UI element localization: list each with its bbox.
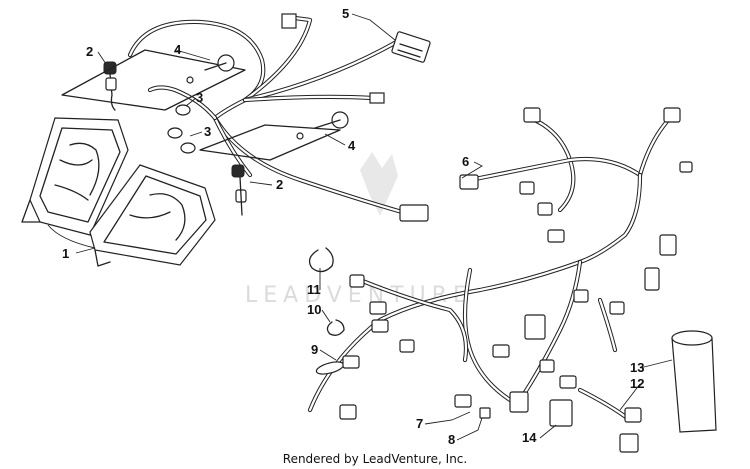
callout-4-upper: 4: [174, 42, 182, 57]
connector-lower: [399, 204, 429, 222]
sleeve-13: [671, 330, 717, 433]
callout-2-upper: 2: [86, 44, 93, 59]
connector-top: [281, 13, 297, 29]
lower-harness: [307, 115, 673, 423]
callout-2-lower: 2: [276, 177, 283, 192]
callout-3-upper: 3: [196, 90, 203, 105]
callout-14: 14: [522, 430, 537, 445]
upper-harness: [127, 15, 405, 215]
lower-connectors: [339, 107, 693, 453]
callout-9: 9: [311, 342, 318, 357]
clip-10: [326, 319, 345, 336]
footer-credit: Rendered by LeadVenture, Inc.: [282, 452, 468, 466]
callouts: 1 2 2 3 3 4 4 5 6 7 8 9 10 11 12 13 14: [62, 6, 644, 447]
headlight-right: [89, 164, 216, 267]
connector-mid: [369, 92, 385, 104]
callout-6: 6: [462, 154, 469, 169]
callout-4-lower: 4: [348, 138, 356, 153]
adjuster-4-upper: [61, 49, 246, 111]
callout-11: 11: [307, 282, 321, 297]
clip-11: [308, 247, 334, 273]
headlight-left: [21, 117, 129, 236]
leader-lines: [47, 13, 673, 441]
connector-5: [391, 31, 431, 63]
callout-5: 5: [342, 6, 349, 21]
callout-1: 1: [62, 246, 69, 261]
callout-3-lower: 3: [204, 124, 211, 139]
callout-7: 7: [416, 416, 423, 431]
socket-2-lower: [231, 164, 247, 216]
callout-12: 12: [630, 376, 644, 391]
callout-10: 10: [307, 302, 321, 317]
adjuster-4-lower: [199, 111, 349, 161]
bulb-3: [167, 104, 196, 154]
callout-13: 13: [630, 360, 644, 375]
fuse-holder-9: [315, 355, 360, 375]
callout-8: 8: [448, 432, 455, 447]
